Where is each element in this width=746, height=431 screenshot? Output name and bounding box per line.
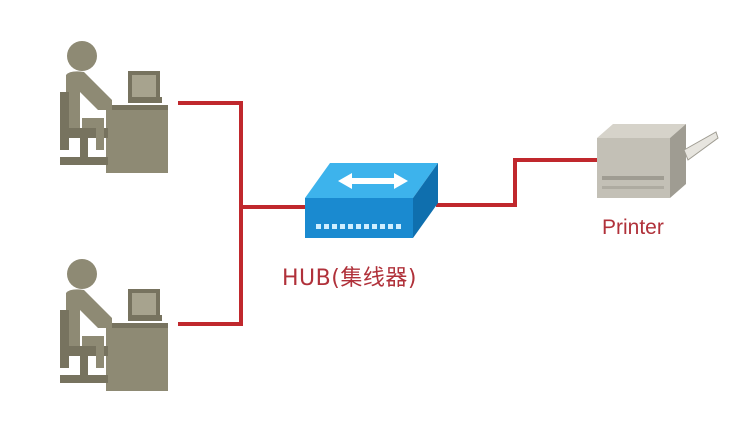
connection-lines	[178, 101, 597, 326]
person-at-computer-icon	[60, 259, 168, 391]
hub-icon	[305, 163, 438, 238]
link-workstation-1	[178, 101, 305, 209]
person-at-computer-icon	[60, 41, 168, 173]
workstation-1	[60, 41, 168, 173]
link-printer	[436, 158, 597, 207]
hub-label: HUB(集线器)	[282, 266, 417, 291]
printer-label: Printer	[602, 216, 664, 239]
link-workstation-2	[178, 207, 243, 326]
workstation-2	[60, 259, 168, 391]
printer-icon	[597, 124, 719, 198]
